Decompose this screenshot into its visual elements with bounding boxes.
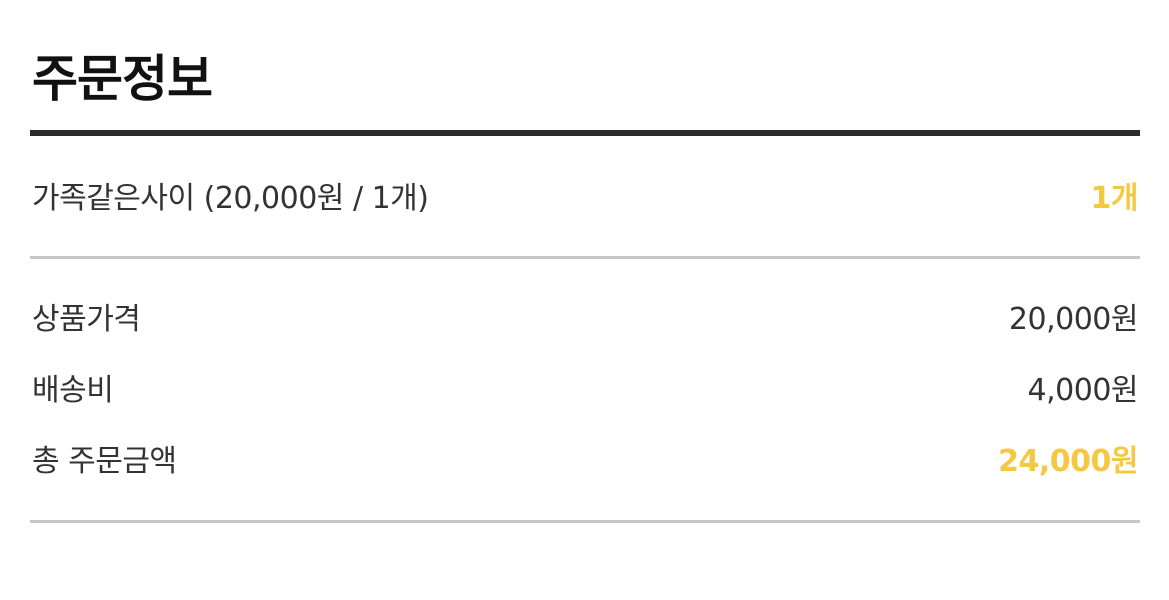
price-row: 상품가격 20,000원 bbox=[32, 298, 1139, 342]
product-name: 가족같은사이 (20,000원 / 1개) bbox=[32, 181, 429, 216]
total-value: 24,000원 bbox=[998, 444, 1138, 479]
shipping-row: 배송비 4,000원 bbox=[32, 369, 1139, 413]
price-value: 20,000원 bbox=[1008, 302, 1139, 337]
product-quantity: 1개 bbox=[1090, 181, 1139, 216]
shipping-value: 4,000원 bbox=[1027, 373, 1139, 408]
total-row: 총 주문금액 24,000원 bbox=[32, 440, 1138, 484]
title-divider bbox=[30, 130, 1140, 136]
product-row: 가족같은사이 (20,000원 / 1개) 1개 bbox=[32, 177, 1139, 221]
price-label: 상품가격 bbox=[32, 302, 141, 337]
summary-divider bbox=[30, 520, 1140, 523]
page-title: 주문정보 bbox=[32, 50, 213, 108]
total-label: 총 주문금액 bbox=[32, 444, 177, 479]
shipping-label: 배송비 bbox=[32, 373, 114, 408]
product-divider bbox=[30, 256, 1140, 259]
